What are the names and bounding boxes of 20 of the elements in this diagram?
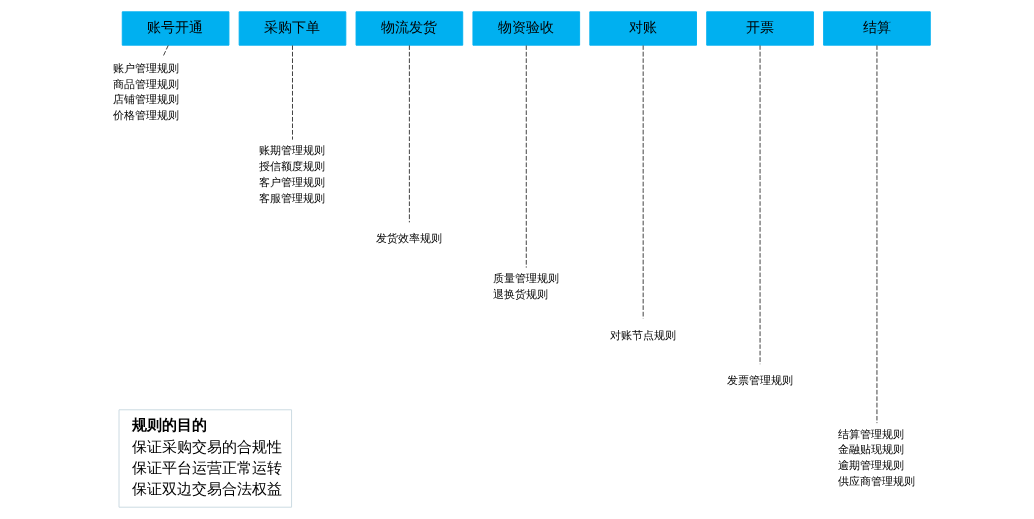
node-text: 结算管理规则 金融贴现规则 逾期管理规则 供应商管理规则 [837, 427, 915, 489]
node-text: 账户管理规则 商品管理规则 店铺管理规则 价格管理规则 [113, 61, 180, 123]
connector [162, 44, 169, 58]
node-box: 采购下单 [238, 11, 347, 46]
connector [642, 45, 644, 320]
connector [525, 45, 527, 269]
node-box: 对账 [589, 11, 697, 46]
node-box: 结算 [823, 11, 931, 46]
connector [408, 45, 410, 223]
node-box: 开票 [706, 11, 814, 46]
node-text: 质量管理规则 退换货规则 [492, 272, 559, 302]
node-box: 规则的目的 保证采购交易的合规性 保证平台运营正常运转 保证双边交易合法权益 [118, 409, 293, 508]
node-box: 账号开通 [121, 11, 230, 46]
node-text: 对账节点规则 [609, 328, 676, 342]
connector [292, 45, 293, 141]
node-text: 发货效率规则 [375, 232, 442, 246]
node-text: 账期管理规则 授信额度规则 客户管理规则 客服管理规则 [259, 144, 326, 205]
node-text: 发票管理规则 [726, 374, 793, 388]
node-box: 物资验收 [472, 11, 581, 46]
node-box: 物流发货 [355, 11, 464, 46]
